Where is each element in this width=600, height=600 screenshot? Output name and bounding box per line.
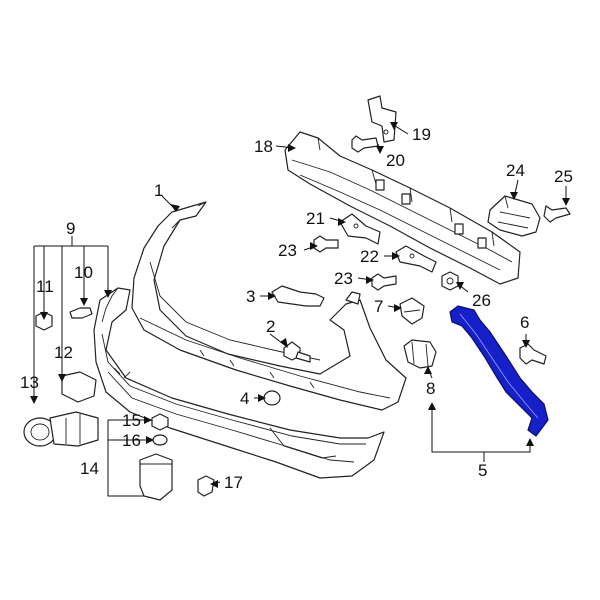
parking-sensor-13 bbox=[23, 411, 99, 447]
callout-12: 12 bbox=[54, 343, 73, 362]
plug-4 bbox=[263, 390, 281, 406]
callout-11: 11 bbox=[36, 277, 54, 296]
callout-17: 17 bbox=[224, 473, 243, 492]
retainer-8 bbox=[403, 339, 437, 369]
callout-numbers: 1 2 3 4 5 6 7 8 9 10 11 12 13 14 15 16 1… bbox=[20, 125, 573, 492]
callout-7: 7 bbox=[374, 297, 383, 316]
bumper-reinforcement-beam bbox=[284, 131, 521, 285]
screw-2 bbox=[283, 341, 311, 363]
screw-10 bbox=[69, 307, 93, 319]
bolt-23-lower bbox=[371, 273, 397, 291]
callout-24: 24 bbox=[506, 161, 525, 180]
callout-16: 16 bbox=[122, 431, 141, 450]
bolt-23-upper bbox=[313, 235, 339, 253]
callout-4: 4 bbox=[240, 389, 249, 408]
stud-clip bbox=[345, 291, 361, 305]
bumper-cover bbox=[131, 201, 407, 411]
callout-10: 10 bbox=[74, 263, 93, 282]
bumper-side-bracket-highlighted bbox=[449, 305, 549, 437]
nut-15 bbox=[151, 413, 169, 431]
bracket-21 bbox=[339, 213, 381, 245]
bolt-25 bbox=[543, 205, 571, 223]
callout-15: 15 bbox=[122, 411, 141, 430]
sensor-module-14 bbox=[139, 453, 173, 501]
sensor-bracket-12 bbox=[61, 371, 97, 403]
callout-18: 18 bbox=[254, 137, 273, 156]
callout-8: 8 bbox=[426, 379, 435, 398]
bolt-6 bbox=[519, 343, 547, 365]
callout-22: 22 bbox=[360, 247, 379, 266]
callout-1: 1 bbox=[154, 181, 163, 200]
callout-5: 5 bbox=[478, 461, 487, 480]
callout-26: 26 bbox=[472, 291, 491, 310]
arrowheads bbox=[30, 122, 570, 488]
callout-9: 9 bbox=[66, 219, 75, 238]
side-bracket-3 bbox=[271, 285, 325, 307]
callout-23-upper: 23 bbox=[278, 241, 297, 260]
callout-6: 6 bbox=[520, 313, 529, 332]
callout-25: 25 bbox=[554, 167, 573, 186]
callout-2: 2 bbox=[266, 317, 275, 336]
callout-14: 14 bbox=[80, 459, 99, 478]
callout-21: 21 bbox=[306, 209, 325, 228]
bolt-20 bbox=[351, 135, 379, 153]
callout-13: 13 bbox=[20, 373, 39, 392]
callout-20: 20 bbox=[386, 151, 405, 170]
bracket-19 bbox=[367, 95, 397, 143]
grommet-16 bbox=[152, 434, 168, 446]
callout-19: 19 bbox=[412, 125, 431, 144]
callout-3: 3 bbox=[246, 287, 255, 306]
lower-valance bbox=[93, 287, 385, 479]
energy-absorber-24 bbox=[487, 195, 541, 237]
clip-7 bbox=[399, 297, 425, 325]
nut-26 bbox=[441, 271, 459, 291]
callout-23-lower: 23 bbox=[334, 269, 353, 288]
clip-17 bbox=[197, 475, 215, 497]
bracket-22 bbox=[395, 245, 437, 273]
